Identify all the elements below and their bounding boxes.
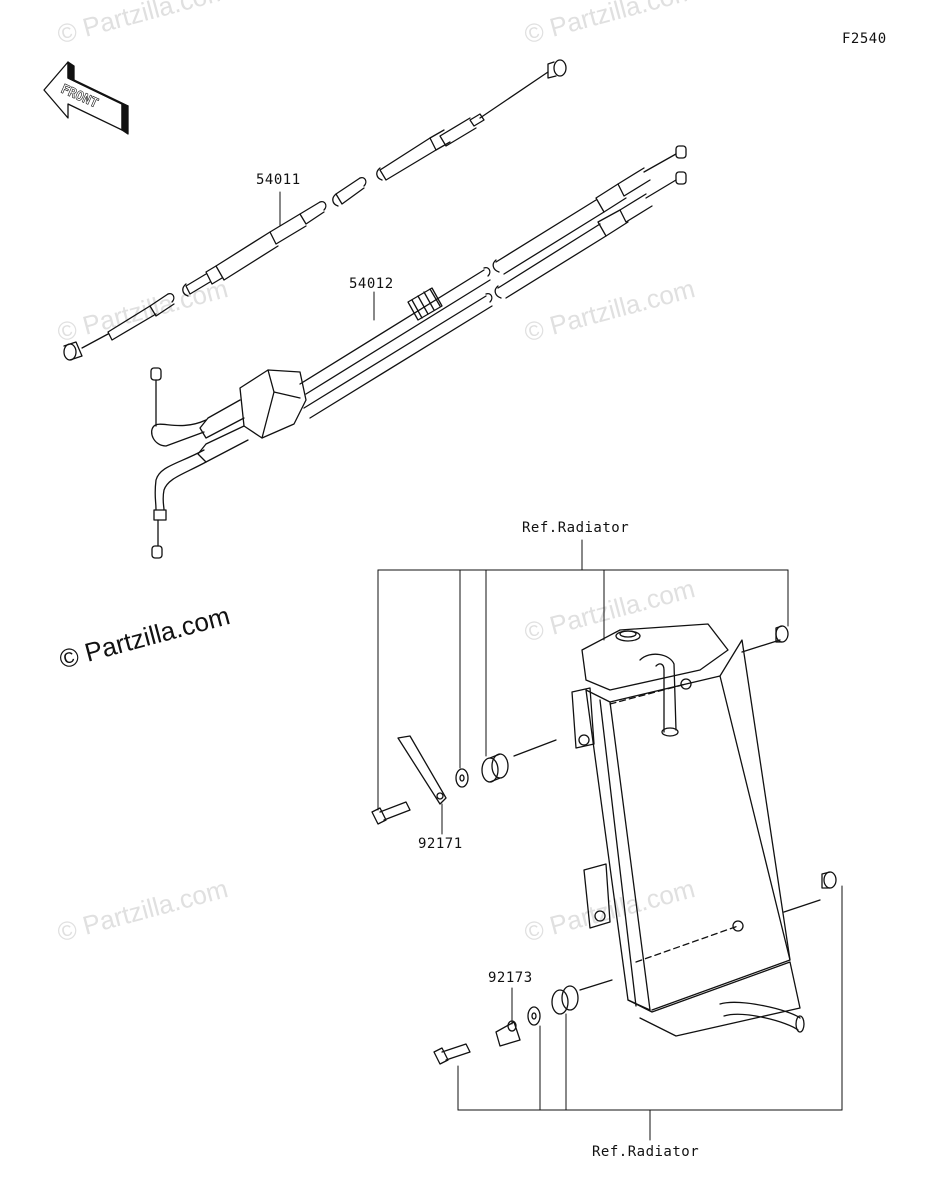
lower-washer xyxy=(527,1006,541,1026)
throttle-cables xyxy=(150,145,687,559)
reference-lines-bottom xyxy=(457,885,843,1141)
reference-lines-top xyxy=(377,539,789,811)
part-number-92171: 92171 xyxy=(418,836,463,852)
lower-collar xyxy=(821,871,837,889)
part-number-54011: 54011 xyxy=(256,172,301,188)
part-number-92173: 92173 xyxy=(488,970,533,986)
mounting-lines xyxy=(609,683,739,963)
reference-radiator-top: Ref.Radiator xyxy=(522,520,630,536)
upper-grommet xyxy=(481,753,509,783)
front-arrow-icon xyxy=(43,61,129,135)
part-number-54012: 54012 xyxy=(349,276,394,292)
lower-grommet xyxy=(551,985,579,1015)
bracket-92173 xyxy=(495,1020,521,1047)
bracket-92171 xyxy=(397,735,447,805)
upper-washer xyxy=(455,768,469,788)
reference-radiator-bottom: Ref.Radiator xyxy=(592,1144,700,1160)
figure-code: F2540 xyxy=(842,31,887,47)
leader-lines xyxy=(279,191,513,1025)
upper-bolt xyxy=(371,801,411,825)
clutch-cable xyxy=(63,59,567,361)
lower-bolt xyxy=(433,1043,471,1065)
radiator xyxy=(571,623,805,1037)
upper-collar xyxy=(775,625,789,643)
